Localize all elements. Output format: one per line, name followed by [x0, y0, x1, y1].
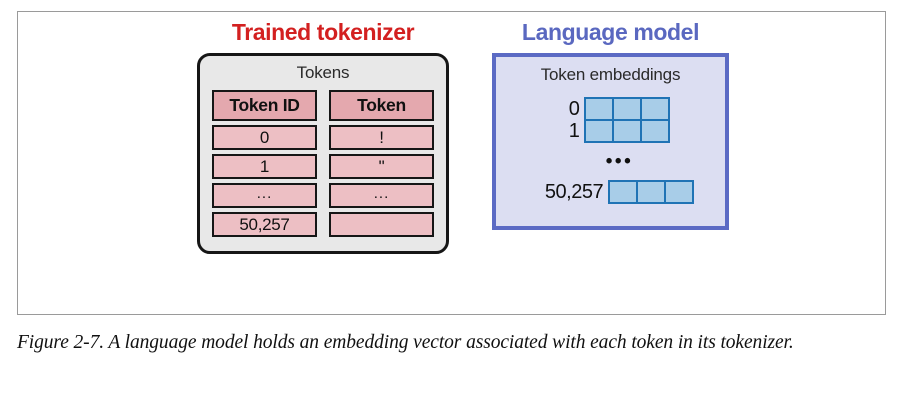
embedding-cell [614, 99, 641, 119]
embedding-grid [584, 97, 671, 143]
token-id-cell: 0 [212, 125, 317, 150]
token-id-cell: 1 [212, 154, 317, 179]
embedding-row-labels: 50,257 [544, 181, 604, 203]
token-header: Token [329, 90, 434, 121]
token-id-cell-ellipsis: ... [212, 183, 317, 208]
token-cell: ! [329, 125, 434, 150]
embedding-cell [614, 121, 641, 141]
embedding-vector-row [586, 121, 669, 141]
language-model-section: Language model Token embeddings 0 1 [473, 21, 748, 230]
embedding-row-labels: 0 1 [569, 98, 580, 142]
token-id-header: Token ID [212, 90, 317, 121]
embedding-cell [586, 121, 613, 141]
tokens-heading: Tokens [296, 63, 350, 82]
tokenizer-section: Trained tokenizer Tokens Token ID 0 1 ..… [178, 21, 468, 254]
embedding-cell [666, 182, 693, 202]
token-embeddings-heading: Token embeddings [540, 65, 681, 84]
embedding-cell [610, 182, 637, 202]
language-model-panel: Token embeddings 0 1 [492, 53, 729, 230]
figure-caption: Figure 2-7. A language model holds an em… [17, 332, 794, 353]
token-column: Token ! " ... [329, 90, 434, 237]
language-model-title: Language model [521, 19, 700, 45]
tokenizer-title: Trained tokenizer [231, 19, 415, 45]
diagram-canvas: Trained tokenizer Tokens Token ID 0 1 ..… [18, 12, 885, 314]
embedding-vector-row [610, 182, 693, 202]
token-id-column: Token ID 0 1 ... 50,257 [212, 90, 317, 237]
embedding-vector-row [586, 99, 669, 119]
embedding-cell [586, 99, 613, 119]
embedding-row-label: 1 [568, 120, 580, 142]
embedding-block-last: 50,257 [524, 180, 715, 204]
embedding-row-label: 50,257 [544, 181, 604, 203]
embedding-cell [638, 182, 665, 202]
embedding-cell [642, 121, 669, 141]
embedding-ellipsis: ••• [605, 151, 634, 172]
token-id-cell: 50,257 [212, 212, 317, 237]
figure-frame: Trained tokenizer Tokens Token ID 0 1 ..… [17, 11, 886, 315]
token-cell: " [329, 154, 434, 179]
embedding-block-first: 0 1 [524, 97, 715, 143]
token-cell-empty [329, 212, 434, 237]
token-table: Token ID 0 1 ... 50,257 Token ! " ... [212, 90, 434, 237]
embedding-cell [642, 99, 669, 119]
embedding-row-label: 0 [568, 98, 580, 120]
token-cell-ellipsis: ... [329, 183, 434, 208]
tokenizer-panel: Tokens Token ID 0 1 ... 50,257 Token ! [197, 53, 449, 254]
embedding-grid [608, 180, 695, 204]
